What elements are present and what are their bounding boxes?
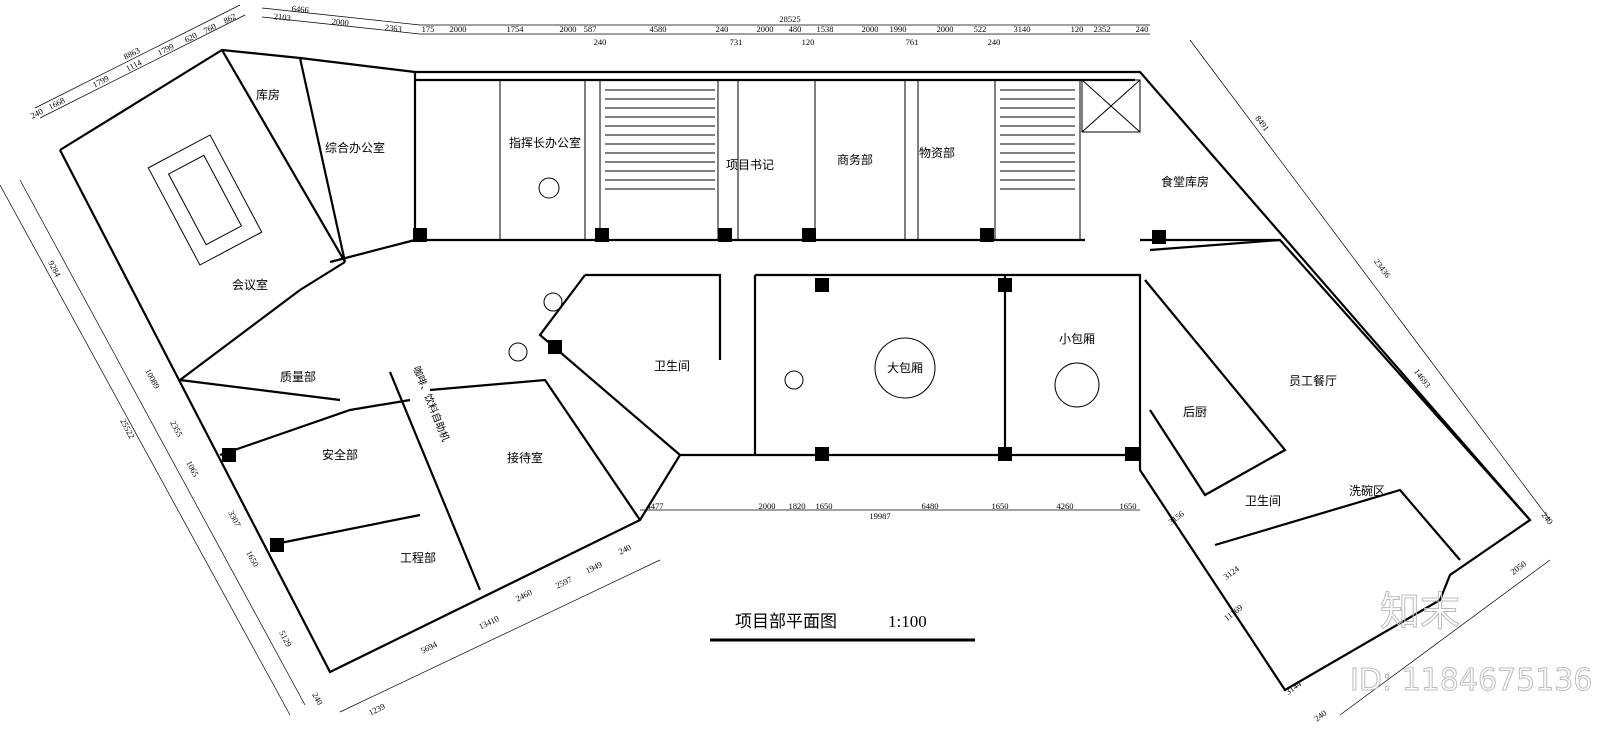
room-storage: 库房 (256, 87, 280, 102)
dim-bottom-left: 1239 (367, 701, 387, 717)
dim-left: 5129 (277, 629, 294, 649)
dim-top: 2352 (1094, 24, 1111, 34)
furniture (147, 134, 1100, 408)
dim-top: 240 (716, 24, 729, 34)
room-meeting: 会议室 (232, 277, 268, 292)
dim-top: 587 (584, 24, 597, 34)
dim-mid: 6480 (922, 501, 939, 511)
dim-top: 175 (422, 24, 435, 34)
plan-title: 项目部平面图 (735, 612, 837, 632)
label-coffee-machine: 咖啡、饮料自助机 (410, 364, 452, 443)
dim-top: 1538 (817, 24, 834, 34)
dim-top-left: 2363 (384, 22, 402, 34)
dim-mid: 2000 (759, 501, 776, 511)
plan-scale: 1:100 (888, 612, 927, 631)
room-business-dept: 商务部 (837, 152, 873, 167)
dim-top: 120 (1071, 24, 1084, 34)
room-small-private-dining: 小包厢 (1059, 332, 1095, 346)
dim-right: 8491 (1253, 113, 1271, 133)
dim-left: 1065 (184, 459, 201, 479)
room-labels: 库房 综合办公室 指挥长办公室 项目书记 商务部 物资部 食堂库房 会议室 质量… (232, 87, 1385, 565)
dim-top: 2000 (937, 24, 954, 34)
dim-top: 480 (789, 24, 802, 34)
dim-top: 731 (730, 37, 743, 47)
dim-left: 10089 (143, 367, 162, 390)
dim-top: 240 (594, 37, 607, 47)
dim-mid: 1820 (789, 501, 806, 511)
dim-left: 25522 (118, 417, 137, 440)
watermark-logo: 知末 (1380, 589, 1460, 635)
walls (59, 48, 1532, 692)
dim-right: 3124 (1221, 563, 1241, 582)
dim-top-left: 2103 (273, 11, 291, 23)
dim-mid: 4477 (647, 501, 664, 511)
dim-left: 1650 (244, 549, 261, 569)
room-restroom-2: 卫生间 (1245, 494, 1281, 508)
dim-bottom-left: 240 (617, 542, 633, 557)
dim-top: 761 (906, 37, 919, 47)
dim-top: 522 (974, 24, 987, 34)
room-quality-dept: 质量部 (280, 369, 316, 384)
dim-top: 240 (1136, 24, 1149, 34)
room-engineering-dept: 工程部 (400, 550, 436, 565)
columns (222, 228, 1166, 552)
room-dishwashing: 洗碗区 (1349, 483, 1385, 498)
dim-mid: 4260 (1057, 501, 1074, 511)
dim-top: 1990 (890, 24, 907, 34)
dim-right: 2050 (1508, 558, 1528, 576)
dim-mid: 1650 (1120, 501, 1137, 511)
watermark-id: ID: 1184675136 (1350, 663, 1592, 698)
room-kitchen: 后厨 (1183, 405, 1207, 419)
room-project-secretary: 项目书记 (726, 158, 774, 172)
dim-top: 240 (988, 37, 1001, 47)
room-canteen-storage: 食堂库房 (1161, 174, 1209, 189)
dim-top-left: 2000 (331, 16, 349, 28)
dim-top: 120 (802, 37, 815, 47)
dim-bottom-left: 5694 (419, 639, 439, 656)
room-materials-dept: 物资部 (919, 145, 955, 160)
room-commander-office: 指挥长办公室 (509, 135, 581, 150)
dim-left-diag: 240 (29, 106, 45, 121)
dim-top: 4580 (650, 24, 667, 34)
dim-top: 2000 (450, 24, 467, 34)
room-safety-dept: 安全部 (322, 447, 358, 462)
dim-left: 240 (310, 691, 325, 707)
dim-mid-total: 19987 (869, 511, 890, 521)
dim-top: 2000 (862, 24, 879, 34)
dim-right: 14693 (1412, 367, 1433, 390)
stairs (605, 89, 1075, 190)
dim-left: 9284 (46, 259, 63, 279)
dim-top: 1754 (507, 24, 525, 34)
dim-top: 2000 (560, 24, 577, 34)
dim-mid: 1650 (816, 501, 833, 511)
room-restroom: 卫生间 (654, 359, 690, 373)
dim-right: 240 (1540, 510, 1556, 526)
dim-bottom-left: 2597 (554, 574, 574, 590)
dim-right: 11169 (1222, 602, 1244, 622)
dimension-lines (0, 4, 1551, 716)
dim-bottom-left: 13410 (477, 613, 500, 631)
dim-left-diag: 1668 (47, 95, 67, 112)
room-staff-canteen: 员工餐厅 (1289, 373, 1337, 388)
dim-left: 3307 (226, 509, 243, 529)
dim-right: 240 (1312, 708, 1328, 724)
room-large-private-dining: 大包厢 (887, 361, 923, 375)
dim-bottom-left: 2460 (514, 587, 534, 603)
dim-right: 23436 (1372, 257, 1393, 280)
dim-mid: 1650 (992, 501, 1009, 511)
dim-top-left-total: 6466 (291, 3, 309, 15)
room-general-office: 综合办公室 (325, 140, 385, 155)
dim-top: 2000 (757, 24, 774, 34)
dim-left: 2355 (168, 419, 185, 439)
dim-bottom-left: 1949 (584, 559, 604, 575)
room-reception: 接待室 (507, 450, 543, 465)
dim-top-total: 28525 (779, 14, 800, 24)
dim-top: 3140 (1014, 24, 1031, 34)
dim-left-diag: 620 (183, 30, 199, 45)
